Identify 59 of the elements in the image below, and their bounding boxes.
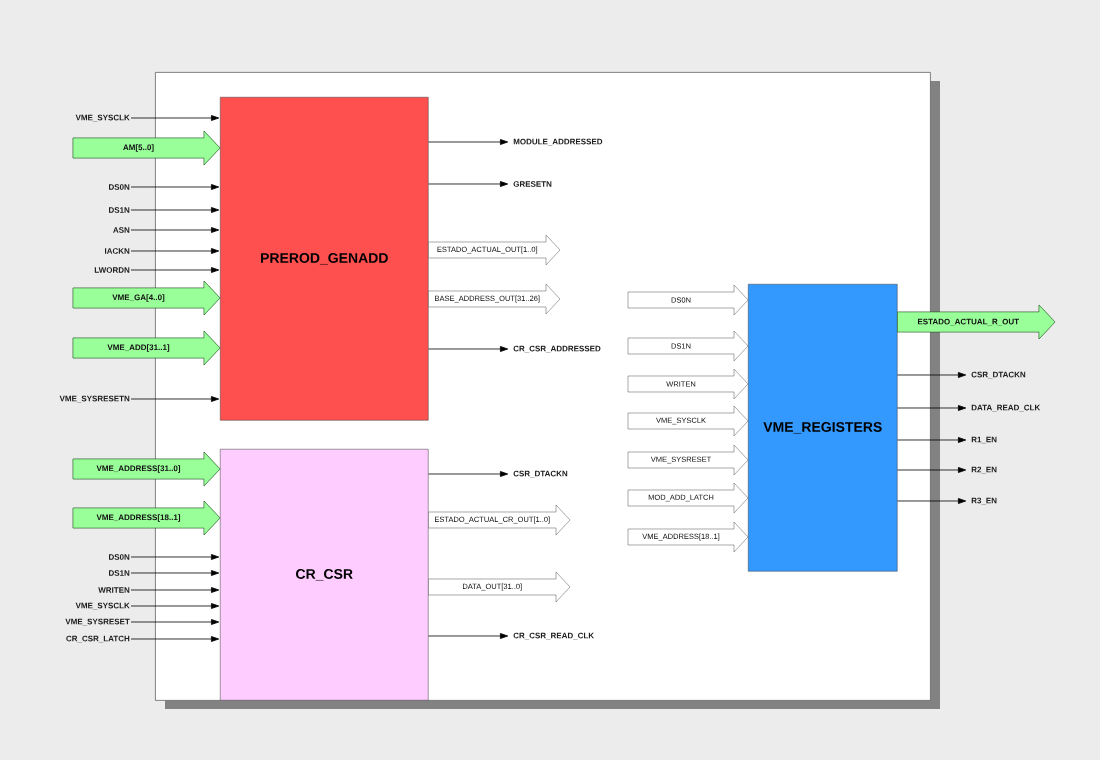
signal-label: CR_CSR_LATCH: [66, 635, 130, 643]
signal-label: R1_EN: [971, 436, 997, 444]
signal-arrow: [130, 570, 220, 576]
signal-label: IACKN: [105, 248, 130, 254]
bus-arrow: [72, 130, 221, 166]
signal-label: R2_EN: [971, 466, 997, 474]
signal-label: GRESETN: [513, 181, 552, 187]
signal-arrow: [130, 603, 220, 609]
signal-arrow: [428, 139, 509, 145]
signal-arrow: [428, 471, 509, 477]
signal-label: DS0N: [109, 184, 130, 190]
signal-arrow: [897, 498, 967, 504]
signal-label: VME_SYSRESET: [65, 618, 130, 626]
signal-arrow: [130, 115, 220, 121]
signal-arrow: [897, 437, 967, 443]
signal-arrow: [130, 267, 220, 273]
bus-arrow: [627, 284, 749, 316]
signal-label: WRITEN: [98, 587, 130, 593]
signal-arrow: [130, 248, 220, 254]
signal-arrow: [897, 467, 967, 473]
signal-arrow: [428, 181, 509, 187]
signal-label: VME_SYSRESETN: [59, 395, 130, 403]
edge-label: VME_ADDRESS[31..0]: [95, 464, 182, 474]
signal-arrow: [130, 587, 220, 593]
signal-label: VME_SYSCLK: [75, 114, 130, 122]
edge-label: AM[5..0]: [121, 143, 156, 153]
signal-arrow: [897, 372, 967, 378]
signal-arrow: [130, 619, 220, 625]
signal-label: R3_EN: [971, 497, 997, 505]
signal-label: DS1N: [109, 570, 130, 576]
edge-label: VME_ADDRESS[18..1]: [95, 513, 182, 523]
signal-arrow: [130, 636, 220, 642]
signal-label: MODULE_ADDRESSED: [513, 138, 603, 146]
signal-arrow: [130, 184, 220, 190]
signal-arrow: [428, 346, 509, 352]
signal-label: DS1N: [109, 207, 130, 213]
block-box: VME_REGISTERS: [748, 284, 898, 572]
signal-label: CSR_DTACKN: [971, 371, 1026, 379]
signal-label: CR_CSR_READ_CLK: [513, 632, 595, 640]
signal-arrow: [130, 396, 220, 402]
bus-arrow: [627, 330, 749, 362]
signal-arrow: [130, 554, 220, 560]
signal-label: LWORDN: [94, 267, 130, 273]
block-box: CR_CSR: [220, 449, 429, 701]
edge-label: ESTADO_ACTUAL_R_OUT: [916, 317, 1021, 327]
signal-arrow: [130, 227, 220, 233]
signal-arrow: [130, 207, 220, 213]
block-box: PREROD_GENADD: [220, 97, 429, 421]
signal-arrow: [428, 633, 509, 639]
signal-arrow: [897, 405, 967, 411]
signal-label: CSR_DTACKN: [513, 470, 568, 478]
signal-label: DATA_READ_CLK: [971, 404, 1041, 412]
signal-label: DS0N: [109, 554, 130, 560]
signal-label: CR_CSR_ADDRESSED: [513, 345, 601, 353]
signal-label: VME_SYSCLK: [75, 602, 130, 610]
bus-arrow: [627, 368, 749, 400]
edge-label: VME_GA[4..0]: [111, 293, 166, 303]
edge-label: VME_ADD[31..1]: [106, 343, 171, 353]
signal-label: ASN: [113, 227, 130, 233]
